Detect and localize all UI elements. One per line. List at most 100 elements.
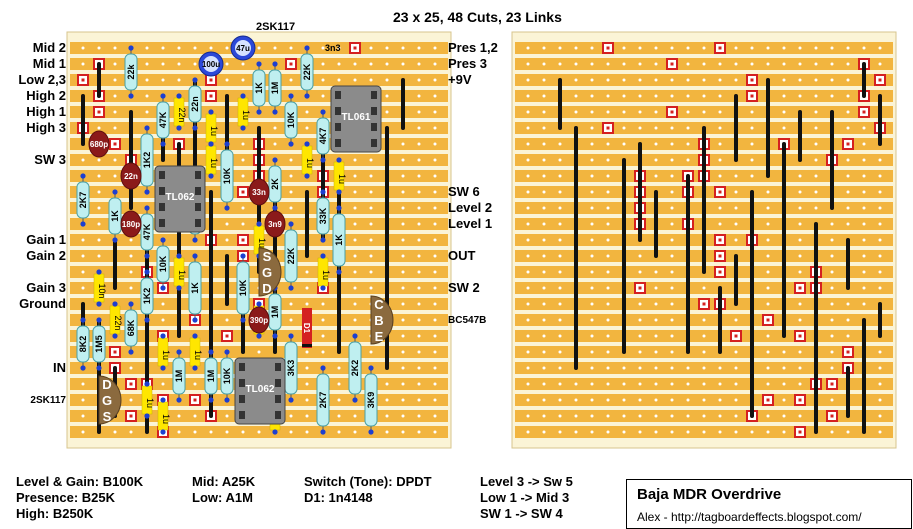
legend-parts: Switch (Tone): DPDT D1: 1n4148 (304, 474, 432, 506)
hole (433, 366, 437, 370)
hole (417, 430, 421, 434)
hole (129, 254, 133, 258)
hole (353, 254, 357, 258)
hole (305, 126, 309, 130)
hole (574, 414, 578, 418)
component-lead (128, 349, 134, 355)
hole (846, 318, 850, 322)
hole (734, 430, 738, 434)
component-lead (144, 317, 150, 323)
hole (862, 254, 866, 258)
electrolytic-label: 100u (202, 60, 220, 69)
hole (734, 62, 738, 66)
left-connection-label: High 1 (26, 104, 66, 119)
hole (542, 286, 546, 290)
hole (273, 46, 277, 50)
track-cut-center (830, 414, 834, 418)
hole (638, 398, 642, 402)
hole (590, 46, 594, 50)
hole (638, 94, 642, 98)
ic-pin (371, 123, 377, 131)
hole (241, 174, 245, 178)
hole (654, 430, 658, 434)
hole (590, 126, 594, 130)
hole (590, 190, 594, 194)
track-cut-center (97, 110, 101, 114)
hole (526, 46, 530, 50)
hole (542, 94, 546, 98)
resistor-label: 47K (158, 111, 168, 128)
hole (433, 414, 437, 418)
hole (177, 62, 181, 66)
track-cut-center (113, 350, 117, 354)
hole (654, 366, 658, 370)
hole (814, 206, 818, 210)
hole (385, 62, 389, 66)
hole (209, 46, 213, 50)
hole (654, 110, 658, 114)
hole (574, 94, 578, 98)
hole (654, 350, 658, 354)
hole (686, 142, 690, 146)
resistor-body (140, 133, 154, 187)
hole (129, 366, 133, 370)
hole (590, 238, 594, 242)
transistor-body (258, 247, 282, 297)
hole (401, 302, 405, 306)
hole (590, 158, 594, 162)
hole (81, 62, 85, 66)
resistor-body (92, 325, 106, 363)
resistor-label: 1K (254, 82, 264, 94)
resistor-label: 10K (222, 367, 232, 384)
legend-line: High: B250K (16, 506, 94, 521)
component-lead (192, 317, 198, 323)
hole (542, 414, 546, 418)
component-lead (336, 205, 342, 211)
ic-pin (371, 91, 377, 99)
hole (129, 430, 133, 434)
left-connection-label: Low 2,3 (18, 72, 66, 87)
hole (401, 334, 405, 338)
hole (401, 286, 405, 290)
hole (718, 366, 722, 370)
hole (638, 78, 642, 82)
hole (830, 94, 834, 98)
hole (353, 318, 357, 322)
resistor-body (172, 357, 186, 395)
ceramic-capacitor (264, 210, 286, 238)
hole (702, 366, 706, 370)
ic-pin (159, 187, 165, 195)
right-connection-label: Pres 1,2 (448, 40, 498, 55)
component-lead (208, 397, 214, 403)
component-lead (272, 61, 278, 67)
resistor-body (316, 117, 330, 155)
component-lead (368, 365, 374, 371)
component-lead (336, 157, 342, 163)
component-lead (352, 397, 358, 403)
hole (766, 190, 770, 194)
resistor-body (220, 357, 234, 395)
track-cut-center (750, 94, 754, 98)
resistor-label: 8K2 (78, 336, 88, 353)
hole (766, 254, 770, 258)
hole (750, 174, 754, 178)
hole (353, 286, 357, 290)
hole (289, 302, 293, 306)
hole (353, 78, 357, 82)
hole (766, 366, 770, 370)
track-cut-center (766, 318, 770, 322)
hole (81, 382, 85, 386)
legend-line: Low: A1M (192, 490, 253, 505)
hole (670, 382, 674, 386)
hole (401, 142, 405, 146)
hole (734, 382, 738, 386)
track-cut-center (81, 78, 85, 82)
hole (846, 334, 850, 338)
hole (353, 174, 357, 178)
hole (862, 270, 866, 274)
resistor-body (268, 69, 282, 107)
hole (718, 94, 722, 98)
resistor-label: 10K (158, 255, 168, 272)
hole (718, 414, 722, 418)
ic-pin (239, 411, 245, 419)
